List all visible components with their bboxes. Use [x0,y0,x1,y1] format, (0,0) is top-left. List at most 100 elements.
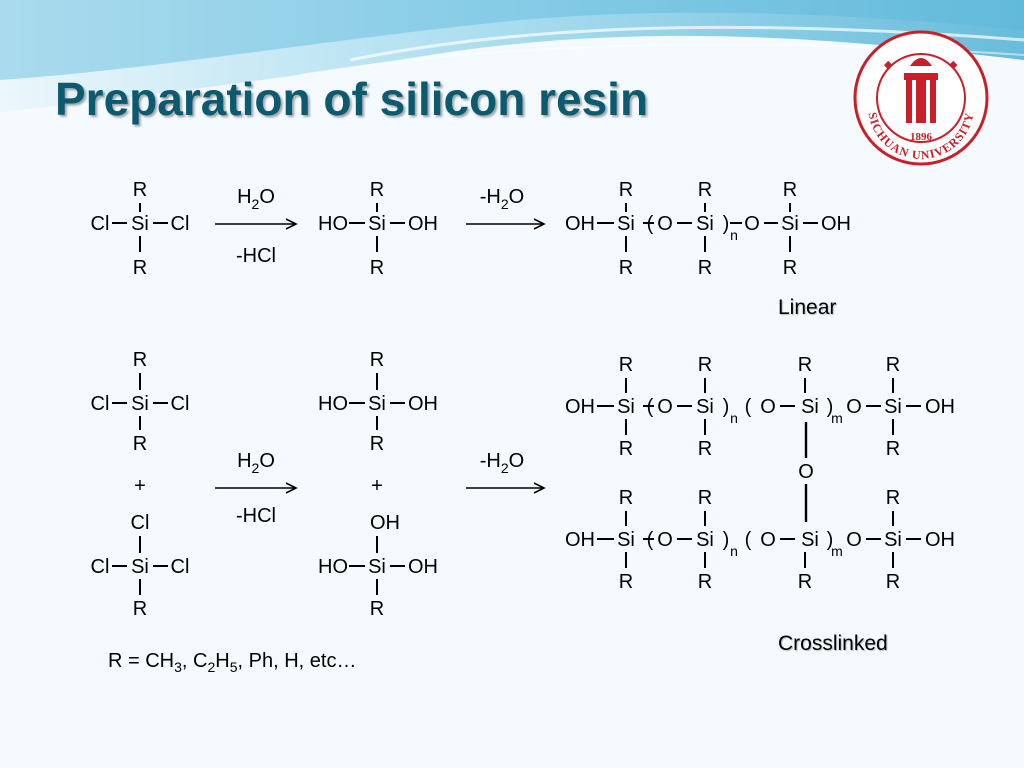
cx1-si1: Si [617,396,635,418]
r1-si2: Si [368,213,386,235]
cx2-si4: Si [884,529,902,551]
r2-d-ho: HO [318,556,348,578]
r2-c-ho: HO [318,393,348,415]
r2-b-si: Si [131,556,149,578]
r-group-definition: R = CH3, C2H5, Ph, H, etc… [108,650,356,675]
r1-r-top: R [133,179,147,201]
svg-text:◆: ◆ [949,58,958,71]
cx2-si3: Si [801,529,819,551]
r-def-sep: , C [181,650,208,672]
r2-b-cl-right: Cl [171,556,190,578]
cx1-oh-left: OH [565,396,595,418]
cx2-r-top-893: R [886,487,900,509]
cx1-r-top-626: R [619,354,633,376]
r2-b-cl-top: Cl [131,512,150,534]
cx1-m: m [831,410,843,426]
cx2-n: n [730,543,738,559]
cx1-r-bot-705: R [698,438,712,460]
r2-d-r-bot: R [370,598,384,620]
r2-d-oh-top: OH [370,512,400,534]
cx1-r-top-893: R [886,354,900,376]
crosslinked-label: Crosslinked [778,632,888,655]
lin-r-top-2: R [783,179,797,201]
r1-r2-bot: R [370,257,384,279]
cx1-n: n [730,410,738,426]
cx2-paren1-close: ) [723,529,730,551]
cx1-oh-right: OH [925,396,955,418]
cx2-m: m [831,543,843,559]
svg-text:1896: 1896 [910,131,933,143]
lin-paren-close: ) [723,213,730,235]
r2-c-r-bot: R [370,433,384,455]
cx1-r-top-705: R [698,354,712,376]
r1-r-bot: R [133,257,147,279]
r1-arrow-1-head [285,218,298,230]
r1-hcl: -HCl [236,245,276,267]
r2-d-si: Si [368,556,386,578]
r1-water: H2O [237,186,275,212]
cx1-r-bot-626: R [619,438,633,460]
r2-c-oh: OH [408,393,438,415]
r2-c-r-top: R [370,349,384,371]
cx2-o2: O [760,529,776,551]
lin-r-bot-0: R [619,257,633,279]
r2-hcl: -HCl [236,505,276,527]
r2-plus-mid: + [371,475,383,497]
r2-d-oh: OH [408,556,438,578]
r1-cl-right: Cl [171,213,190,235]
cx1-si2: Si [696,396,714,418]
r2-a-cl-left: Cl [91,393,110,415]
lin-o2: O [744,213,760,235]
cx1-paren1-close: ) [723,396,730,418]
lin-r-top-1: R [698,179,712,201]
cx1-paren2-open: ( [745,396,752,418]
r1-arrow-2-head [533,218,546,230]
r1-si: Si [131,213,149,235]
r2-a-si: Si [131,393,149,415]
cx2-r-bot-805: R [798,571,812,593]
svg-text:◆: ◆ [884,58,893,71]
cx1-si3: Si [801,396,819,418]
lin-o1: O [657,213,673,235]
r1-cl-left: Cl [91,213,110,235]
cx2-r-top-705: R [698,487,712,509]
cx2-paren1-open: ( [647,529,654,551]
cx2-r-top-626: R [619,487,633,509]
cx2-o3: O [846,529,862,551]
r2-c-si: Si [368,393,386,415]
lin-si3: Si [781,213,799,235]
cx2-paren2-close: ) [827,529,834,551]
cx1-r-top-805: R [798,354,812,376]
r2-water: H2O [237,450,275,476]
lin-si2: Si [696,213,714,235]
r2-minus-water: -H2O [480,450,524,476]
r2-b-r-bot: R [133,598,147,620]
r2-arrow-1-head [285,482,298,494]
r-def-h: H [215,650,230,672]
r2-a-cl-right: Cl [171,393,190,415]
cx2-r-bot-893: R [886,571,900,593]
r-def-ch3-subscript: 3 [174,659,182,675]
r1-r2-top: R [370,179,384,201]
linear-label: Linear [778,296,837,319]
cx-bridge-o: O [798,461,814,483]
r-def-c2-subscript: 2 [207,659,216,675]
r2-b-cl-left: Cl [91,556,110,578]
r-def-h5-subscript: 5 [229,659,238,675]
cx1-paren1-open: ( [647,396,654,418]
sichuan-university-seal-logo: SICHUAN UNIVERSITY 1896 ◆ ◆ [853,30,989,166]
lin-oh-right: OH [821,213,851,235]
r2-plus-left: + [134,475,146,497]
cx2-si2: Si [696,529,714,551]
cx1-o2: O [760,396,776,418]
cx1-paren2-close: ) [827,396,834,418]
cx2-r-bot-626: R [619,571,633,593]
lin-r-bot-2: R [783,257,797,279]
r1-oh: OH [408,213,438,235]
lin-r-top-0: R [619,179,633,201]
r1-minus-water: -H2O [480,186,524,212]
cx1-o3: O [846,396,862,418]
r-def-prefix: R = CH [108,650,175,672]
